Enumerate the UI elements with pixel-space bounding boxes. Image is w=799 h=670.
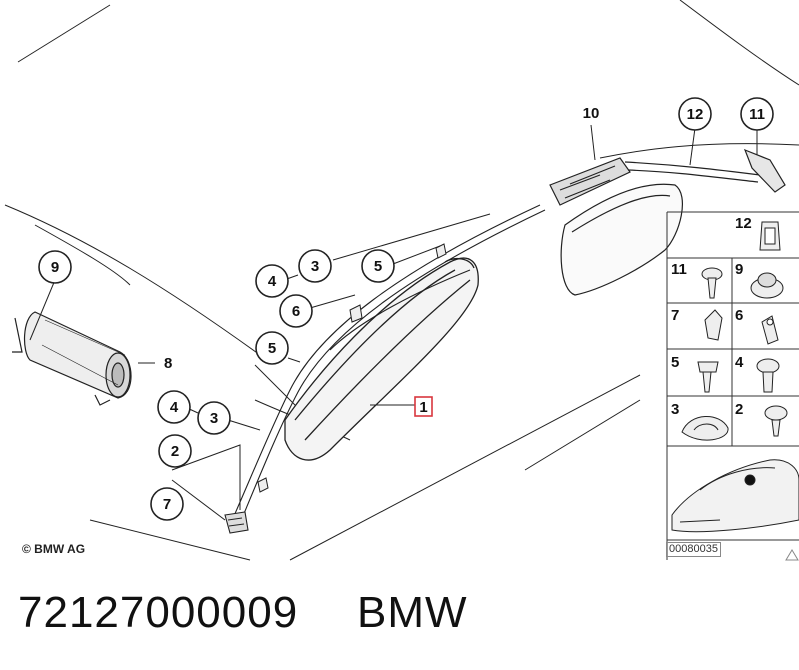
leader-lines — [29, 124, 758, 521]
screw-5-icon — [697, 361, 719, 393]
clip-6-icon — [761, 315, 779, 345]
car-locator-icon — [671, 459, 799, 533]
callout-9-label: 9 — [51, 259, 59, 276]
strap-clips — [257, 243, 447, 493]
grommet-3-icon — [681, 416, 729, 441]
callout-6[interactable]: 6 — [279, 294, 313, 328]
callout-1-highlighted[interactable]: 1 — [414, 396, 433, 417]
legend-label-4: 4 — [735, 354, 744, 371]
legend-label-9: 9 — [735, 261, 743, 278]
callout-11[interactable]: 11 — [740, 97, 774, 131]
head-airbag-tube — [284, 257, 479, 461]
callout-4-low-label: 4 — [170, 399, 179, 416]
callout-4-top-label: 4 — [268, 273, 277, 290]
screw-2-icon — [764, 405, 788, 437]
callout-9[interactable]: 9 — [38, 250, 72, 284]
corner-triangle-icon — [785, 549, 799, 561]
connector — [224, 511, 249, 534]
legend-label-11: 11 — [671, 261, 687, 278]
callout-5-mid-label: 5 — [268, 340, 276, 357]
callout-12-label: 12 — [687, 106, 704, 123]
callout-3-top-label: 3 — [311, 258, 319, 275]
callout-2-label: 2 — [171, 443, 179, 460]
nut-9-icon — [750, 272, 784, 299]
gas-generator — [549, 157, 684, 296]
callout-10-label: 10 — [583, 105, 600, 122]
callout-2[interactable]: 2 — [158, 434, 192, 468]
callout-10[interactable]: 10 — [583, 105, 600, 122]
bolt-4-icon — [756, 358, 780, 393]
callout-7-label: 7 — [163, 496, 171, 513]
screw-11-icon — [701, 267, 723, 299]
callout-8[interactable]: 8 — [164, 355, 172, 372]
callout-3-top[interactable]: 3 — [298, 249, 332, 283]
part-number: 72127000009 — [18, 588, 299, 637]
callout-4-top[interactable]: 4 — [255, 264, 289, 298]
copyright-notice: © BMW AG — [22, 542, 86, 556]
callout-3-low-label: 3 — [210, 410, 218, 427]
brand-name: BMW — [357, 588, 468, 637]
legend-label-3: 3 — [671, 401, 679, 418]
callout-5-top[interactable]: 5 — [361, 249, 395, 283]
parts-legend-grid — [666, 211, 799, 560]
side-airbag-module — [12, 311, 132, 406]
callout-1-label: 1 — [419, 399, 427, 416]
callout-11-label: 11 — [749, 106, 765, 123]
legend-label-5: 5 — [671, 354, 679, 371]
callout-6-label: 6 — [292, 303, 300, 320]
callout-7[interactable]: 7 — [150, 487, 184, 521]
legend-label-2: 2 — [735, 401, 743, 418]
legend-label-12: 12 — [735, 215, 752, 232]
callout-4-low[interactable]: 4 — [157, 390, 191, 424]
clip-12-icon — [759, 221, 781, 251]
legend-label-6: 6 — [735, 307, 743, 324]
drawing-id: 00080035 — [666, 542, 721, 557]
callout-12[interactable]: 12 — [678, 97, 712, 131]
callout-5-mid[interactable]: 5 — [255, 331, 289, 365]
clip-7-icon — [704, 309, 723, 341]
gas-line — [624, 148, 786, 193]
callout-3-low[interactable]: 3 — [197, 401, 231, 435]
legend-label-7: 7 — [671, 307, 679, 324]
callout-8-label: 8 — [164, 355, 172, 372]
callout-5-top-label: 5 — [374, 258, 382, 275]
